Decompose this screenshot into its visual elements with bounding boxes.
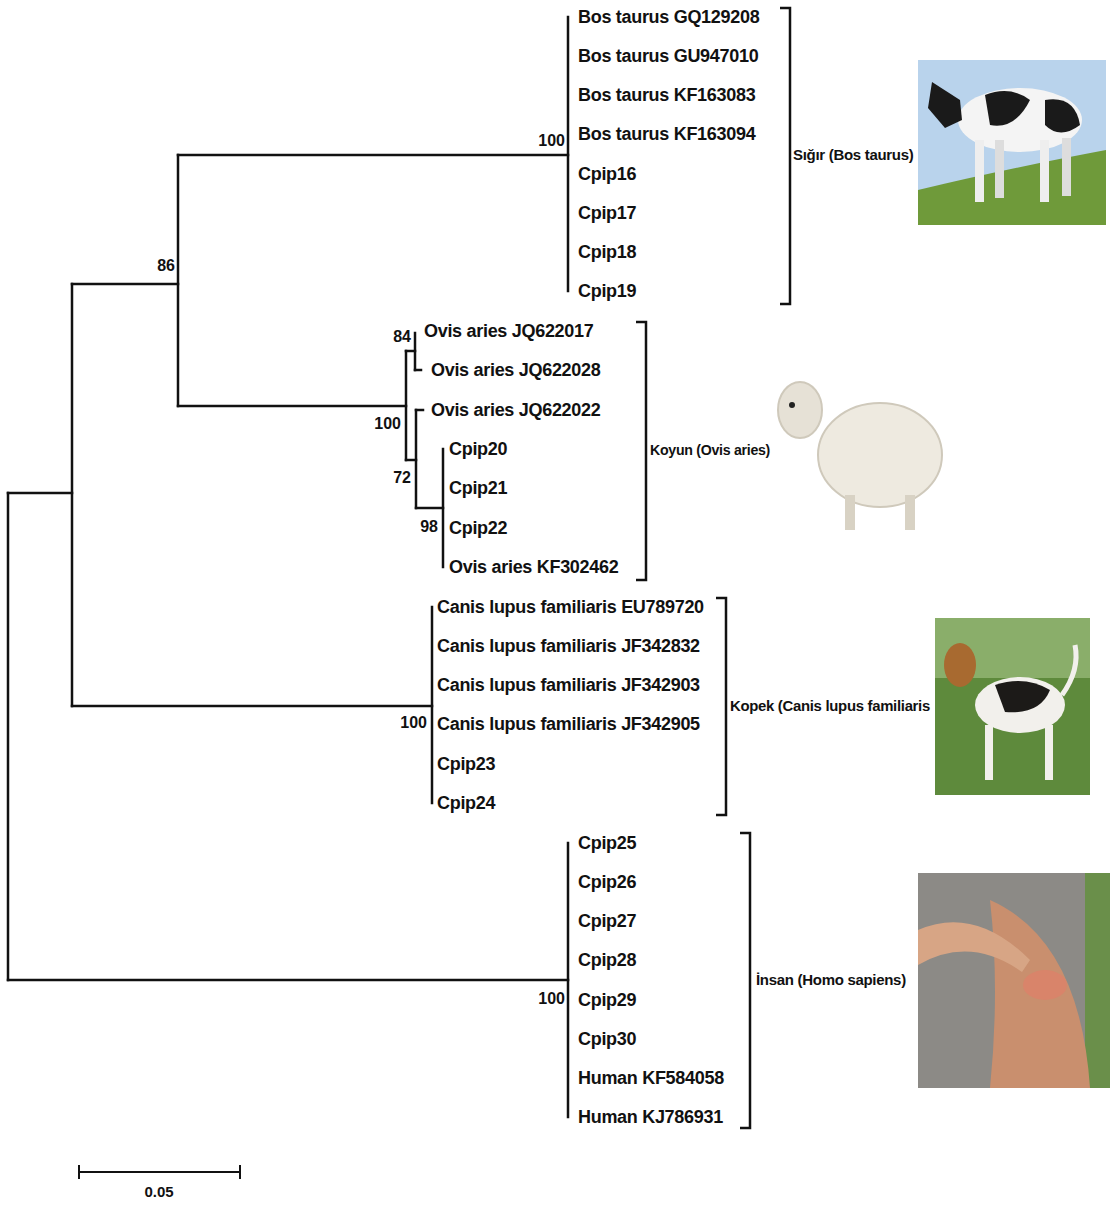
clade-label: İnsan (Homo sapiens) [756, 971, 906, 988]
taxon-label: Cpip17 [578, 203, 636, 224]
taxon-label: Canis lupus familiaris JF342905 [437, 714, 700, 735]
taxon-label: Human KJ786931 [578, 1107, 723, 1128]
taxon-label: Cpip18 [578, 242, 636, 263]
taxon-label: Ovis aries JQ622028 [431, 360, 600, 381]
taxon-label: Cpip28 [578, 950, 636, 971]
cow-picture [918, 60, 1106, 225]
taxon-label: Cpip16 [578, 164, 636, 185]
taxon-label: Canis lupus familiaris JF342832 [437, 636, 700, 657]
bootstrap-value: 72 [393, 469, 411, 487]
dog-picture [935, 618, 1090, 795]
taxon-label: Canis lupus familiaris JF342903 [437, 675, 700, 696]
taxon-label: Cpip21 [449, 478, 507, 499]
taxon-label: Bos taurus KF163083 [578, 85, 755, 106]
bootstrap-value: 100 [538, 990, 565, 1008]
sheep-picture [778, 382, 942, 530]
bootstrap-value: 100 [374, 415, 401, 433]
taxon-label: Bos taurus KF163094 [578, 124, 755, 145]
taxon-label: Cpip27 [578, 911, 636, 932]
taxon-label: Ovis aries JQ622017 [424, 321, 593, 342]
clade-label: Koyun (Ovis aries) [650, 441, 770, 458]
clade-label: Kopek (Canis lupus familiaris [730, 697, 930, 714]
scale-label: 0.05 [144, 1183, 173, 1200]
scale-bar [79, 1165, 240, 1179]
taxon-label: Cpip24 [437, 793, 495, 814]
taxon-label: Human KF584058 [578, 1068, 724, 1089]
taxon-label: Cpip26 [578, 872, 636, 893]
taxon-label: Cpip19 [578, 281, 636, 302]
taxon-label: Cpip30 [578, 1029, 636, 1050]
bootstrap-value: 84 [393, 328, 411, 346]
clade-brackets [636, 8, 790, 1128]
taxon-label: Ovis aries KF302462 [449, 557, 618, 578]
bootstrap-value: 98 [420, 518, 438, 536]
bootstrap-value: 100 [400, 714, 427, 732]
bootstrap-value: 86 [157, 257, 175, 275]
taxon-label: Cpip25 [578, 833, 636, 854]
taxon-label: Bos taurus GQ129208 [578, 7, 759, 28]
bootstrap-value: 100 [538, 132, 565, 150]
taxon-label: Cpip20 [449, 439, 507, 460]
taxon-label: Canis lupus familiaris EU789720 [437, 597, 704, 618]
taxon-label: Ovis aries JQ622022 [431, 400, 600, 421]
arm-picture [918, 873, 1110, 1088]
taxon-label: Cpip22 [449, 518, 507, 539]
clade-label: Sığır (Bos taurus) [793, 146, 913, 163]
taxon-label: Cpip23 [437, 754, 495, 775]
taxon-label: Bos taurus GU947010 [578, 46, 758, 67]
taxon-label: Cpip29 [578, 990, 636, 1011]
